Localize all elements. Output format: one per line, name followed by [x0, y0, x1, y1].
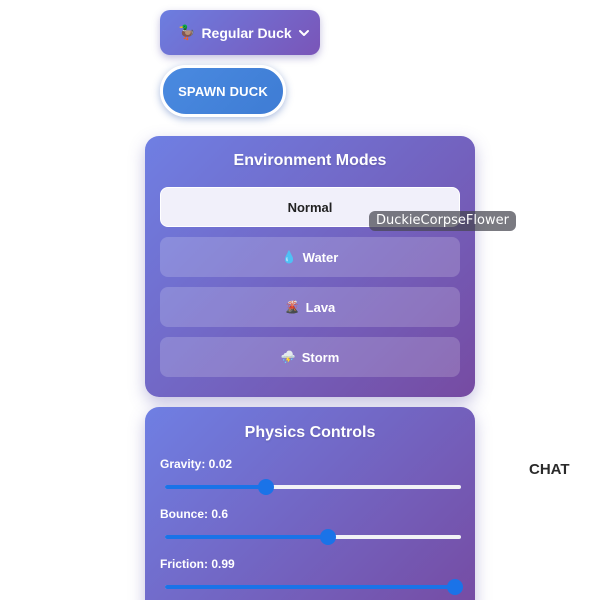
mode-normal-label: Normal	[287, 199, 333, 215]
mode-storm-label: Storm	[301, 349, 340, 365]
mode-normal-button[interactable]: Normal	[160, 187, 460, 227]
volcano-icon: 🌋	[284, 300, 300, 314]
chat-button[interactable]: CHAT	[529, 461, 570, 478]
physics-controls-title: Physics Controls	[244, 424, 376, 441]
duck-type-select[interactable]: 🦆 Regular Duck	[160, 10, 320, 55]
mode-lava-button[interactable]: 🌋 Lava	[160, 287, 460, 327]
physics-controls-panel: Physics Controls Gravity: 0.02 Bounce: 0…	[145, 407, 475, 600]
duck-type-selected-value: Regular Duck	[201, 24, 292, 41]
gravity-slider-fill	[165, 485, 266, 489]
mode-lava-label: Lava	[305, 299, 336, 315]
friction-slider[interactable]	[165, 579, 464, 595]
bounce-slider[interactable]	[165, 529, 461, 545]
environment-modes-title: Environment Modes	[233, 152, 387, 169]
gravity-label: Gravity: 0.02	[160, 457, 233, 471]
bounce-slider-thumb[interactable]	[319, 529, 336, 545]
environment-modes-panel: Environment Modes Normal 💧 Water 🌋 Lava …	[145, 136, 475, 397]
friction-slider-thumb[interactable]	[447, 579, 464, 595]
mode-water-label: Water	[302, 249, 339, 265]
bounce-label: Bounce: 0.6	[160, 507, 229, 521]
gravity-slider-thumb[interactable]	[257, 479, 274, 495]
mode-storm-button[interactable]: ⛈️ Storm	[160, 337, 460, 377]
duck-icon: 🦆	[178, 24, 196, 40]
storm-cloud-icon: ⛈️	[280, 350, 296, 364]
water-drop-icon: 💧	[281, 250, 297, 264]
mode-water-button[interactable]: 💧 Water	[160, 237, 460, 277]
chevron-down-icon	[299, 29, 309, 36]
gravity-slider[interactable]	[165, 479, 461, 495]
tooltip: DuckieCorpseFlower	[369, 211, 516, 231]
bounce-slider-fill	[165, 535, 328, 539]
friction-label: Friction: 0.99	[160, 557, 235, 571]
friction-slider-fill	[165, 585, 456, 589]
spawn-duck-button[interactable]: SPAWN DUCK	[160, 65, 286, 117]
